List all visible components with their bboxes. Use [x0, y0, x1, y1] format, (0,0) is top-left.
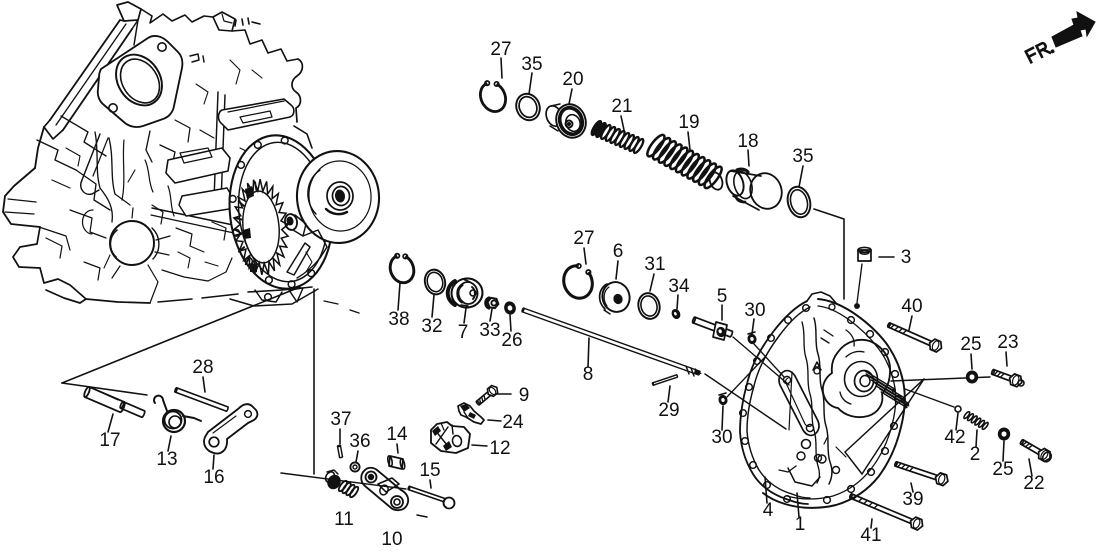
svg-text:14: 14 [386, 424, 408, 445]
svg-text:20: 20 [562, 69, 583, 90]
svg-text:16: 16 [203, 467, 224, 488]
svg-text:17: 17 [99, 430, 120, 451]
svg-text:30: 30 [744, 300, 765, 321]
svg-text:37: 37 [330, 409, 351, 430]
svg-text:7: 7 [458, 322, 469, 343]
svg-text:23: 23 [997, 332, 1018, 353]
svg-text:36: 36 [349, 431, 370, 452]
svg-text:15: 15 [419, 460, 440, 481]
svg-text:22: 22 [1023, 473, 1044, 494]
svg-text:28: 28 [192, 357, 213, 378]
svg-text:33: 33 [479, 320, 500, 341]
svg-text:32: 32 [421, 316, 442, 337]
svg-text:30: 30 [711, 427, 732, 448]
svg-text:21: 21 [611, 96, 632, 117]
svg-text:2: 2 [970, 444, 981, 465]
svg-text:38: 38 [388, 309, 409, 330]
svg-text:31: 31 [644, 254, 665, 275]
svg-text:12: 12 [489, 438, 510, 459]
svg-text:25: 25 [960, 334, 981, 355]
svg-text:25: 25 [992, 459, 1013, 480]
svg-text:6: 6 [613, 241, 624, 262]
svg-text:27: 27 [490, 39, 511, 60]
svg-text:26: 26 [501, 330, 522, 351]
svg-text:35: 35 [521, 54, 542, 75]
svg-text:4: 4 [763, 500, 774, 521]
svg-text:13: 13 [156, 449, 177, 470]
svg-text:39: 39 [902, 489, 923, 510]
svg-text:11: 11 [334, 509, 354, 530]
svg-text:19: 19 [678, 112, 699, 133]
svg-text:18: 18 [737, 131, 758, 152]
svg-text:40: 40 [901, 296, 922, 317]
svg-text:24: 24 [502, 412, 524, 433]
svg-text:10: 10 [381, 529, 402, 550]
svg-text:3: 3 [901, 247, 912, 268]
svg-text:41: 41 [860, 525, 881, 546]
svg-text:35: 35 [792, 146, 813, 167]
svg-text:5: 5 [717, 286, 728, 307]
svg-text:9: 9 [519, 385, 530, 406]
svg-text:29: 29 [658, 400, 679, 421]
svg-text:34: 34 [668, 276, 690, 297]
svg-text:42: 42 [944, 427, 965, 448]
svg-text:1: 1 [795, 514, 806, 535]
svg-text:27: 27 [573, 228, 594, 249]
svg-text:8: 8 [583, 364, 594, 385]
